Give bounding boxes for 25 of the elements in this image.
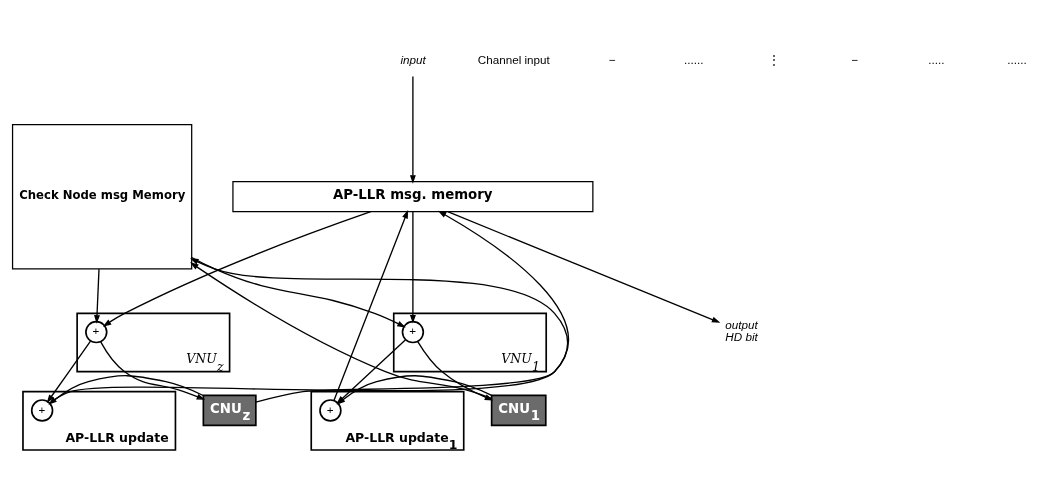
label: −	[851, 53, 859, 67]
label: .....	[928, 53, 945, 67]
arrow	[48, 375, 204, 405]
arrow	[447, 211, 721, 323]
label: ......	[1007, 53, 1027, 67]
node-circle: +	[401, 320, 425, 344]
arrow	[409, 75, 416, 184]
arrow	[102, 211, 372, 327]
label: ......	[684, 53, 704, 67]
node-text: input	[400, 52, 426, 66]
node-circle: +	[319, 399, 342, 422]
arrow	[409, 211, 416, 324]
node-circle: +	[85, 320, 108, 344]
arrow	[94, 268, 100, 324]
node-circle: +	[30, 399, 54, 422]
label: −	[609, 53, 616, 67]
node-box: Check Node msg Memory	[11, 124, 193, 270]
arrow	[191, 256, 406, 328]
node-text: output HD bit	[725, 317, 758, 343]
arrow	[333, 209, 409, 402]
arrow	[100, 341, 206, 400]
label: ⋮	[768, 53, 781, 67]
label: Channel input	[477, 53, 550, 67]
arrow	[46, 340, 92, 404]
node-box: AP-LLR msg. memory	[232, 181, 594, 213]
